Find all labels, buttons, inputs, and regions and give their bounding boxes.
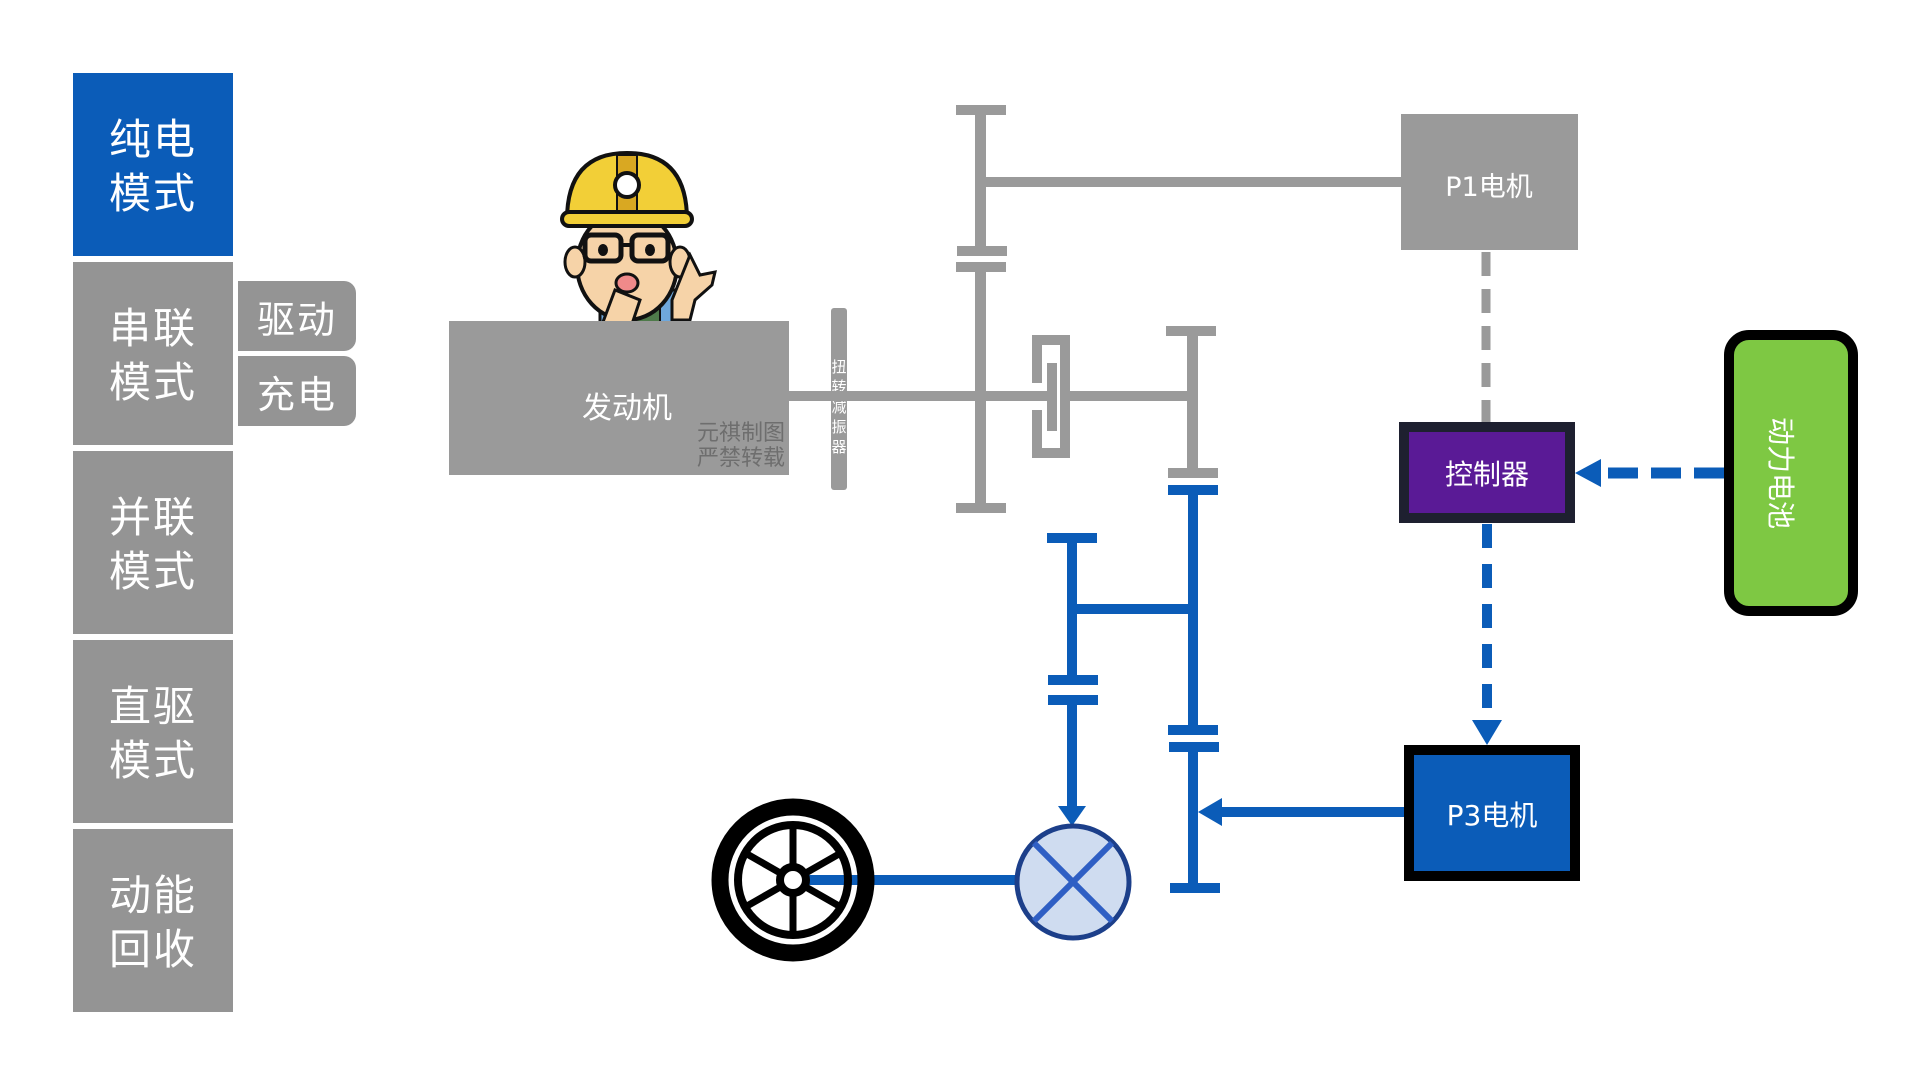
inactive-driveline	[789, 105, 1402, 513]
active-driveline	[793, 485, 1404, 893]
engine-label: 发动机	[582, 391, 672, 426]
mode-label-line2: 模式	[108, 735, 197, 785]
engine-block	[449, 321, 789, 475]
mode-label-line1: 串联	[108, 303, 197, 353]
power-battery	[1724, 330, 1858, 616]
svg-text:扭: 扭	[831, 358, 846, 376]
svg-text:振: 振	[831, 418, 846, 436]
mode-button-pure-electric[interactable]: 纯电模式	[73, 73, 233, 256]
mode-label-line1: 并联	[108, 492, 197, 542]
mode-label-line1: 动能	[108, 870, 197, 920]
mode-label-line1: 纯电	[108, 114, 197, 164]
mode-label-line2: 模式	[108, 168, 197, 218]
watermark-line1: 元祺制图	[697, 421, 785, 446]
mode-label-line1: 直驱	[108, 681, 197, 731]
p3-motor	[1404, 745, 1580, 881]
engineer-mascot-icon	[560, 150, 717, 332]
svg-text:器: 器	[831, 438, 846, 456]
arrow-head-left-icon	[1575, 459, 1601, 487]
p3-motor-label: P3电机	[1447, 799, 1538, 832]
arrow-head-down-icon	[1472, 720, 1502, 745]
svg-text:减: 减	[831, 398, 846, 416]
mode-button-series[interactable]: 串联模式	[73, 262, 233, 445]
submode-button-drive[interactable]: 驱动	[238, 281, 356, 351]
submode-button-charge[interactable]: 充电	[238, 356, 356, 426]
damper-label: 扭 转 减 振 器	[831, 358, 846, 456]
watermark-line2: 严禁转载	[697, 446, 785, 471]
mode-button-parallel[interactable]: 并联模式	[73, 451, 233, 634]
mode-label-line2: 模式	[108, 357, 197, 407]
controller	[1399, 422, 1575, 523]
differential-icon	[1014, 823, 1132, 941]
mode-button-regeneration[interactable]: 动能回收	[73, 829, 233, 1012]
wheel-icon	[711, 798, 875, 962]
controller-label: 控制器	[1445, 458, 1529, 491]
p1-motor	[1401, 114, 1578, 250]
mode-label-line2: 模式	[108, 546, 197, 596]
p1-motor-label: P1电机	[1445, 172, 1532, 203]
mode-button-direct-drive[interactable]: 直驱模式	[73, 640, 233, 823]
battery-label: 动力电池	[1764, 417, 1797, 529]
mode-label-line2: 回收	[108, 924, 197, 974]
